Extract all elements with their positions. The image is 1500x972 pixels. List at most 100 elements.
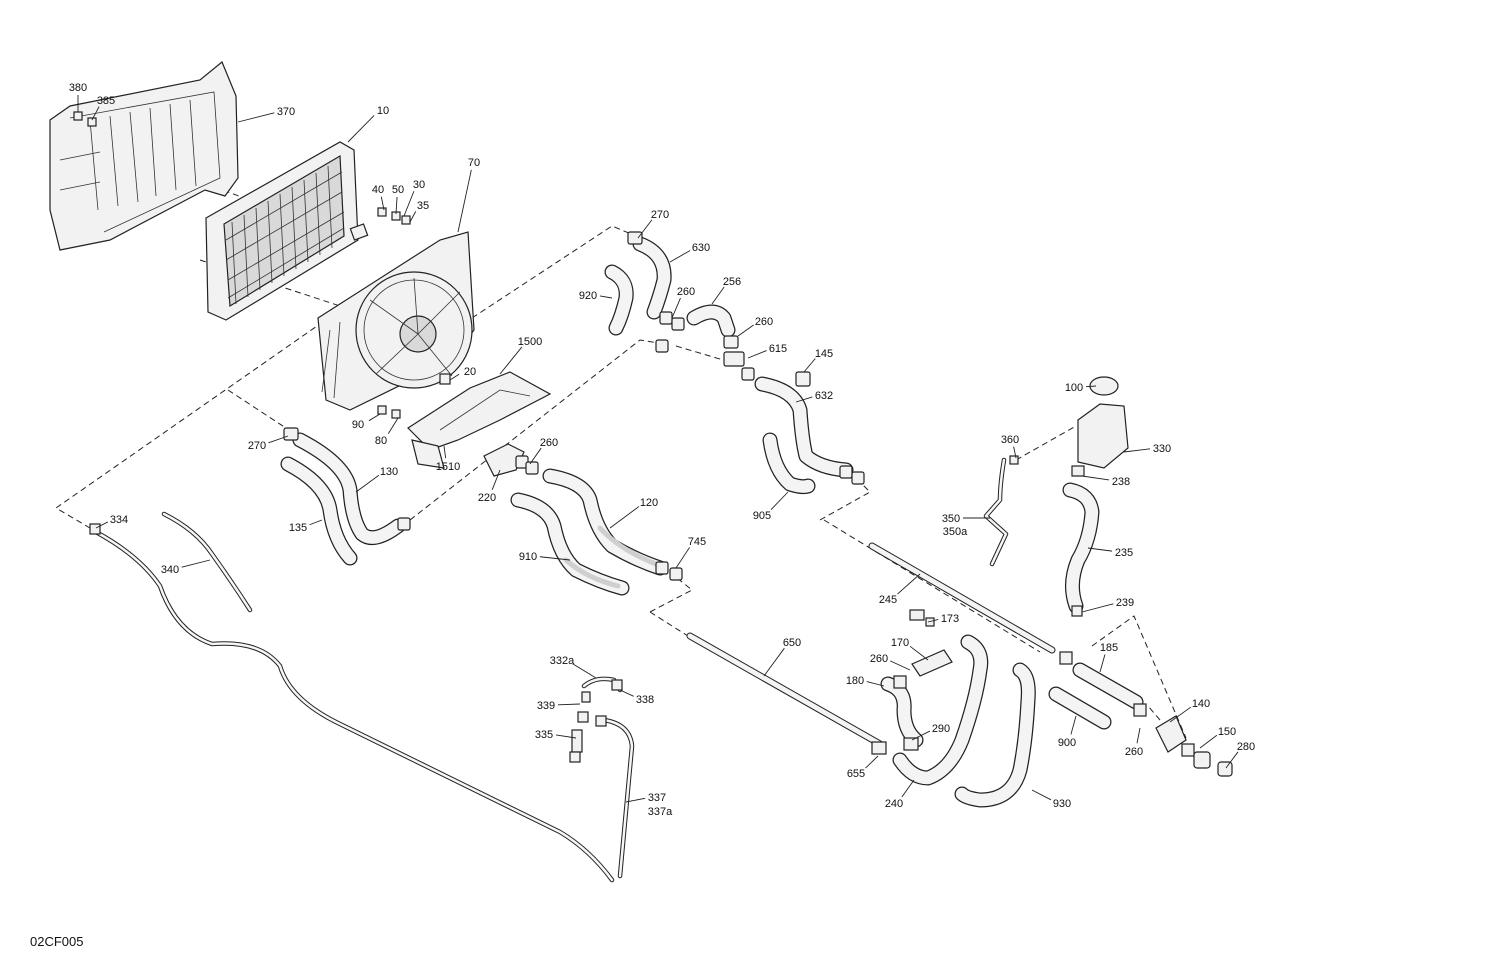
callout-leader-line <box>909 645 929 661</box>
callout-leader-line <box>309 519 323 526</box>
callout-label: 350a <box>943 526 968 538</box>
cooling-fan-assembly <box>317 231 475 411</box>
callout-label: 339 <box>537 700 555 712</box>
callout-label: 370 <box>277 106 295 118</box>
callout-leader-line <box>557 703 581 706</box>
callout-label: 270 <box>248 440 266 452</box>
callout-label: 900 <box>1058 737 1076 749</box>
callout-label: 40 <box>372 184 384 196</box>
callout-label: 905 <box>753 510 771 522</box>
callout-label: 280 <box>1237 741 1255 753</box>
callout-label: 330 <box>1153 443 1171 455</box>
callout-leader-line <box>355 474 380 493</box>
callout-label: 920 <box>579 290 597 302</box>
callout-leader-line <box>1013 446 1017 459</box>
radiator-air-shroud <box>49 61 239 251</box>
callout-leader-line <box>1070 715 1077 735</box>
callout-label: 360 <box>1001 434 1019 446</box>
callout-leader-line <box>675 547 691 569</box>
callout-leader-line <box>599 295 613 299</box>
callout-leader-line <box>368 413 381 422</box>
callout-label: 270 <box>651 209 669 221</box>
callout-label: 335 <box>535 729 553 741</box>
callout-leader-line <box>457 169 472 233</box>
callout-leader-line <box>890 660 911 671</box>
callout-label: 260 <box>540 437 558 449</box>
callout-label: 256 <box>723 276 741 288</box>
callout-label: 340 <box>161 564 179 576</box>
callout-label: 245 <box>879 594 897 606</box>
callout-leader-line <box>1169 706 1192 723</box>
callout-leader-line <box>803 358 816 373</box>
callout-leader-line <box>380 196 385 211</box>
callout-leader-line <box>669 250 691 263</box>
callout-leader-line <box>1123 448 1151 453</box>
callout-label: 1500 <box>518 336 542 348</box>
callout-label: 185 <box>1100 642 1118 654</box>
callout-label: 130 <box>380 466 398 478</box>
callout-label: 120 <box>640 497 658 509</box>
coolant-reservoir <box>1077 403 1129 469</box>
callout-leader-line <box>449 373 460 381</box>
callout-leader-line <box>897 573 921 595</box>
hoses <box>280 236 1144 808</box>
callout-label: 337a <box>648 806 673 818</box>
callout-leader-line <box>1225 751 1239 769</box>
callout-label: 20 <box>464 366 476 378</box>
figure-code: 02CF005 <box>30 934 83 949</box>
callout-label: 380 <box>69 82 87 94</box>
callout-label: 150 <box>1218 726 1236 738</box>
radiator-core <box>205 141 369 321</box>
callout-label: 260 <box>755 316 773 328</box>
callout-leader-line <box>671 297 681 319</box>
callout-label: 338 <box>636 694 654 706</box>
callout-label: 173 <box>941 613 959 625</box>
callout-leader-line <box>387 417 399 434</box>
callout-label: 35 <box>417 200 429 212</box>
callout-leader-line <box>711 286 725 305</box>
callout-label: 170 <box>891 637 909 649</box>
callout-label: 385 <box>97 95 115 107</box>
callout-label: 745 <box>688 536 706 548</box>
callout-label: 100 <box>1065 382 1083 394</box>
callout-leader-line <box>1136 727 1141 744</box>
vent-lines <box>93 457 1009 883</box>
callout-leader-line <box>770 491 789 511</box>
callout-leader-line <box>91 106 100 121</box>
callout-leader-line <box>1099 654 1106 673</box>
callout-label: 650 <box>783 637 801 649</box>
callout-leader-line <box>609 506 640 529</box>
callout-leader-line <box>529 447 542 465</box>
callout-label: 630 <box>692 242 710 254</box>
callout-leader-line <box>865 755 879 769</box>
callout-leader-line <box>555 734 577 739</box>
callout-label: 10 <box>377 105 389 117</box>
callout-label: 30 <box>413 179 425 191</box>
callout-label: 930 <box>1053 798 1071 810</box>
callout-label: 615 <box>769 343 787 355</box>
callout-leader-line <box>572 663 597 679</box>
callout-leader-line <box>901 779 915 798</box>
callout-leader-line <box>1087 547 1113 552</box>
callout-leader-line <box>403 191 415 217</box>
callout-leader-line <box>409 211 417 223</box>
callout-leader-line <box>619 689 634 697</box>
callout-leader-line <box>268 435 289 444</box>
callout-label: 80 <box>375 435 387 447</box>
callout-leader-line <box>395 196 398 215</box>
callout-label: 260 <box>677 286 695 298</box>
callout-label: 235 <box>1115 547 1133 559</box>
callout-leader-line <box>347 115 375 143</box>
callout-label: 180 <box>846 675 864 687</box>
callout-label: 910 <box>519 551 537 563</box>
callout-leader-line <box>499 346 523 375</box>
callout-label: 260 <box>1125 746 1143 758</box>
callout-label: 50 <box>392 184 404 196</box>
callout-label: 70 <box>468 157 480 169</box>
callout-label: 239 <box>1116 597 1134 609</box>
callout-label: 145 <box>815 348 833 360</box>
part-callouts: 380 385 370 10 70 40 50 30 35 270 630 920 260 256 260 6… <box>69 82 1255 818</box>
callout-leader-line <box>795 396 813 403</box>
callout-label: 1510 <box>436 461 460 473</box>
